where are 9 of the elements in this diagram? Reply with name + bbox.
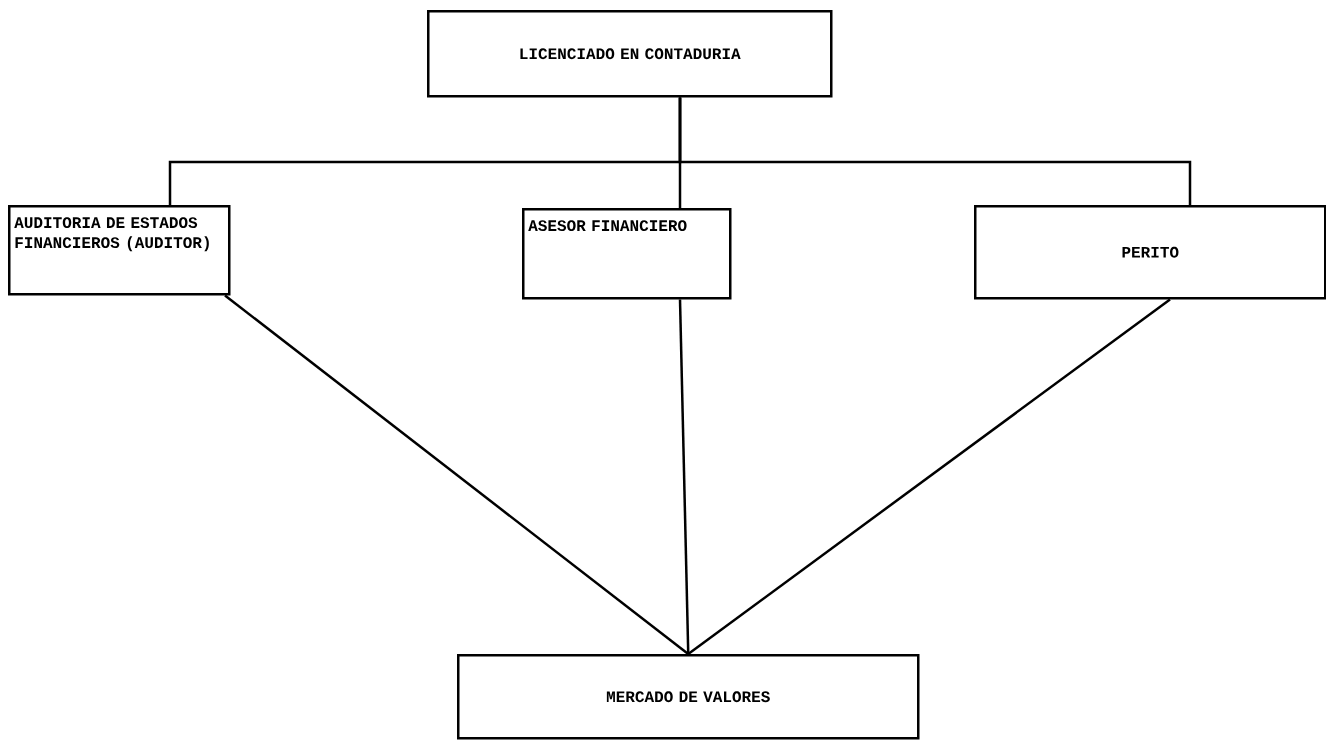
text-box: PERITO — [974, 205, 1326, 300]
text-box: ASESOR FINANCIERO — [522, 208, 732, 300]
connector-line — [224, 294, 690, 655]
text-box: AUDITORIA DE ESTADOS FINANCIEROS (AUDITOR) — [8, 205, 231, 296]
text-box: MERCADO DE VALORES — [457, 654, 920, 740]
connector-line — [678, 97, 1192, 205]
connector-line — [678, 299, 690, 655]
text-box: LICENCIADO EN CONTADURIA — [427, 10, 833, 98]
connector-line — [687, 298, 1171, 655]
